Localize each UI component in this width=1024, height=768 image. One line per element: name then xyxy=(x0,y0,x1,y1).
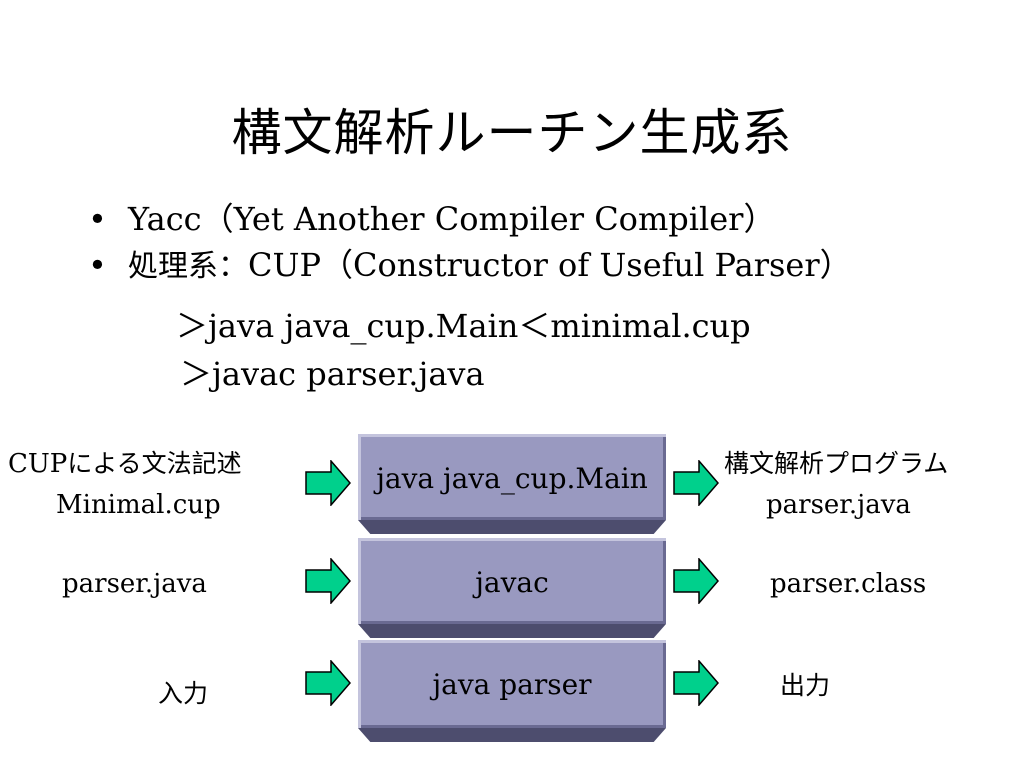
bullet-cup: • 処理系：CUP（Constructor of Useful Parser） xyxy=(88,242,852,288)
process-label: java java_cup.Main xyxy=(376,462,648,495)
process-box-parser: java parser xyxy=(358,640,666,728)
bullet-text: Yacc（Yet Another Compiler Compiler） xyxy=(128,200,776,238)
input-label-grammar-jp: による文法記述 xyxy=(67,449,242,478)
command-line-cup: ＞java java_cup.Main＜minimal.cup xyxy=(176,307,751,345)
output-label-program: 構文解析プログラム xyxy=(724,449,949,478)
output-arrow-icon xyxy=(673,460,719,506)
bullet-list: • Yacc（Yet Another Compiler Compiler） • … xyxy=(88,196,852,288)
output-arrow-icon xyxy=(673,558,719,604)
command-line-javac: ＞javac parser.java xyxy=(180,355,485,393)
input-label: 入力 xyxy=(158,679,209,708)
output-label-parser-class: parser.class xyxy=(770,569,927,599)
input-arrow-icon xyxy=(305,460,351,506)
slide-title: 構文解析ルーチン生成系 xyxy=(231,104,793,162)
process-box-cup: java java_cup.Main xyxy=(358,434,666,520)
bullet-yacc: • Yacc（Yet Another Compiler Compiler） xyxy=(88,196,852,242)
bullet-dot: • xyxy=(88,200,107,238)
input-arrow-icon xyxy=(305,660,351,706)
input-label-parser-java: parser.java xyxy=(62,569,207,599)
output-arrow-icon xyxy=(673,660,719,706)
output-label: 出力 xyxy=(780,671,831,700)
bullet-dot: • xyxy=(88,246,107,284)
input-label-minimal-cup: Minimal.cup xyxy=(56,490,221,520)
input-label-grammar: CUPによる文法記述 xyxy=(8,446,242,482)
output-label-parser-java: parser.java xyxy=(766,490,911,520)
input-label-cup: CUP xyxy=(8,449,68,479)
bullet-text: CUP（Constructor of Useful Parser） xyxy=(248,246,852,284)
input-arrow-icon xyxy=(305,558,351,604)
process-label: java parser xyxy=(432,668,592,701)
process-label: javac xyxy=(475,566,549,599)
process-box-javac: javac xyxy=(358,538,666,624)
bullet-prefix: 処理系： xyxy=(128,249,248,284)
